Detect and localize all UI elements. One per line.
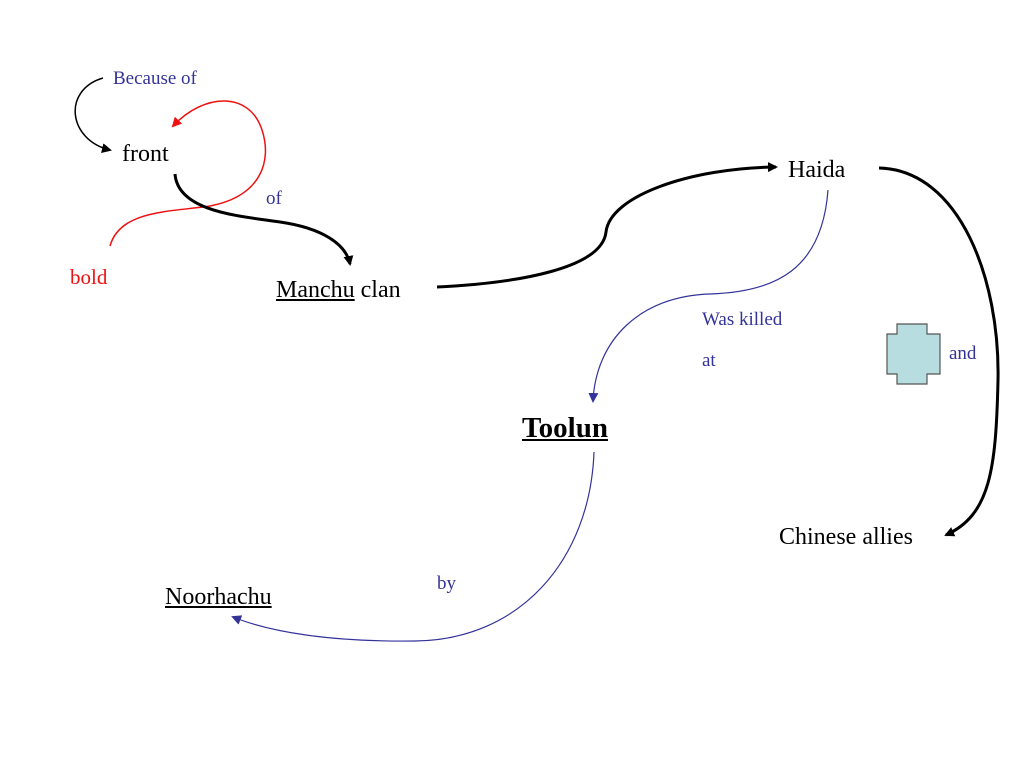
connector-toolun-to-noorhachu <box>231 451 595 642</box>
connector-front-to-manchu <box>173 173 354 266</box>
node-bold: bold <box>70 265 108 289</box>
link-label-at: at <box>702 350 716 371</box>
link-label-and: and <box>949 343 977 364</box>
link-label-of: of <box>266 188 282 209</box>
cross-shape-icon <box>886 323 941 385</box>
link-label-was-killed: Was killed <box>702 309 783 330</box>
link-label-by: by <box>437 573 456 594</box>
connector-bold-to-front <box>109 100 267 247</box>
node-clan-word: clan <box>360 277 401 303</box>
node-front: front <box>122 141 169 167</box>
connector-haida-to-toolun <box>588 189 829 403</box>
node-manchu-clan: Manchu clan <box>276 278 401 302</box>
node-haida: Haida <box>788 157 846 183</box>
node-noorhachu: Noorhachu <box>165 584 272 610</box>
node-toolun: Toolun <box>522 412 608 444</box>
node-manchu-word: Manchu <box>276 277 355 303</box>
connector-because-of-to-front <box>74 77 112 154</box>
connector-haida-to-chinese-allies <box>878 166 1000 537</box>
node-chinese-allies: Chinese allies <box>779 524 913 550</box>
connector-manchu-to-haida <box>436 162 778 289</box>
link-label-because-of: Because of <box>113 68 197 89</box>
